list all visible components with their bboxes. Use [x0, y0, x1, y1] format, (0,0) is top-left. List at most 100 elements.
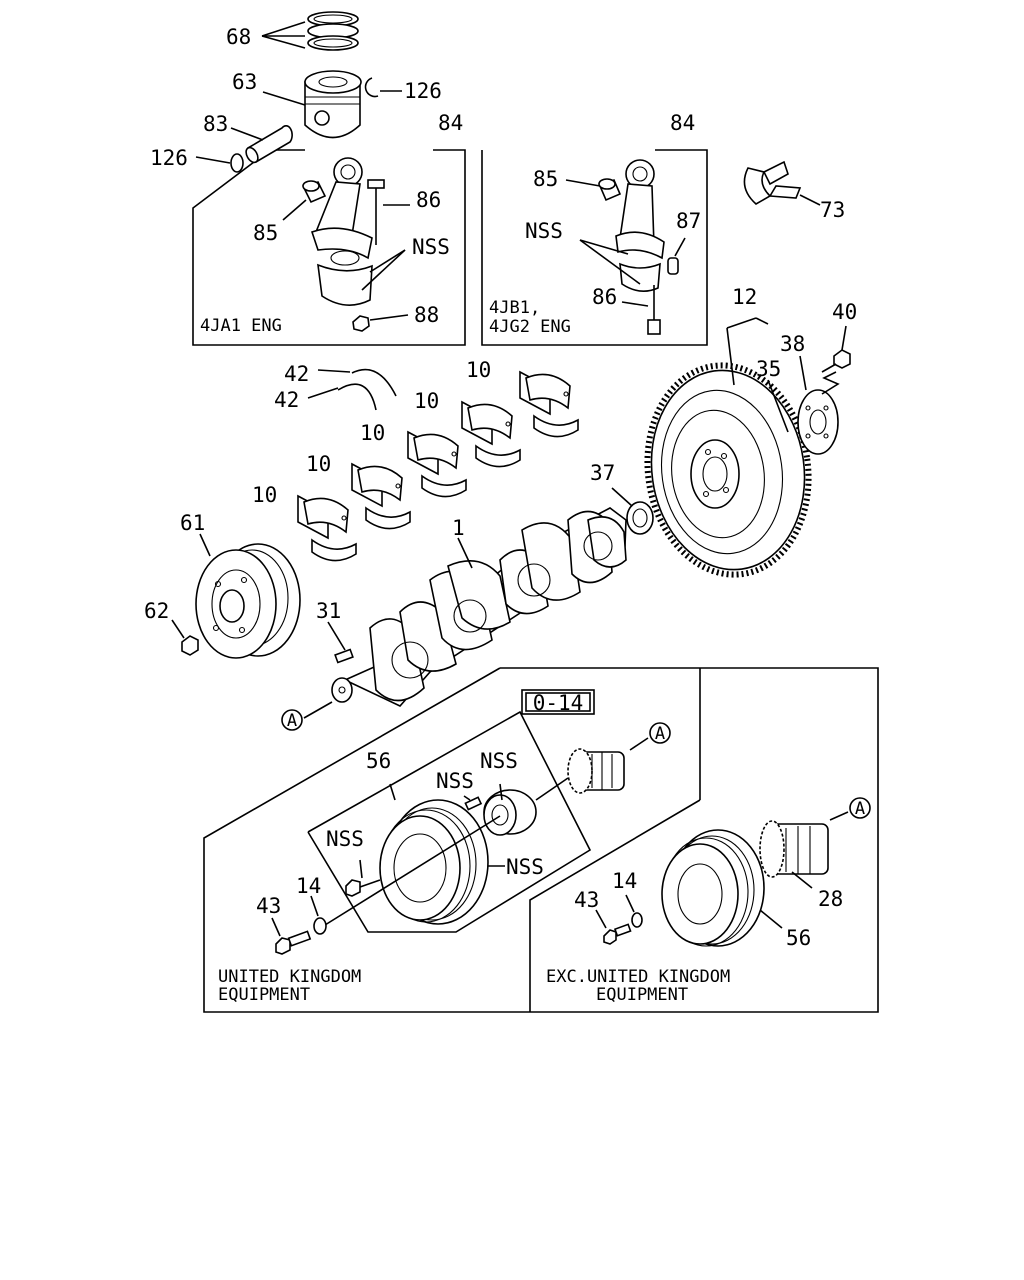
ref-a-crank: A [281, 709, 303, 731]
flywheel-bolt-40 [821, 349, 851, 373]
piston [304, 70, 362, 139]
svg-text:A: A [287, 711, 297, 731]
crank-pulley-56-uk [379, 799, 489, 925]
rod-bolt-4jb1 [647, 285, 661, 335]
crank-key-31 [334, 648, 354, 664]
callout-nss-pulley: NSS [506, 855, 544, 879]
callout-68: 68 [226, 25, 251, 49]
callout-10-a: 10 [466, 358, 491, 382]
callout-43-uk: 43 [256, 894, 281, 918]
small-end-bushing-4jb1 [598, 178, 622, 202]
ref-a-exc: A [849, 797, 871, 819]
callout-85-4jb1: 85 [533, 167, 558, 191]
captions: 4JA1 ENG 4JB1, 4JG2 ENG UNITED KINGDOM E… [200, 298, 730, 1005]
thrust-washer-upper [351, 368, 397, 397]
connecting-rod-4ja1 [310, 157, 373, 306]
callout-14-uk: 14 [296, 874, 321, 898]
callout-56-uk: 56 [366, 749, 391, 773]
callout-35: 35 [756, 357, 781, 381]
timing-gear-uk [567, 748, 625, 794]
callout-1: 1 [452, 516, 465, 540]
callout-56-exc: 56 [786, 926, 811, 950]
callout-14-exc: 14 [612, 869, 637, 893]
callout-31: 31 [316, 599, 341, 623]
callout-88: 88 [414, 303, 439, 327]
callout-87: 87 [676, 209, 701, 233]
rod-bolt-4ja1 [367, 179, 385, 245]
svg-text:A: A [655, 724, 665, 744]
connecting-rod-4jb1 [615, 159, 665, 292]
main-bearing-1 [519, 370, 579, 438]
bearing-shell-73 [743, 160, 802, 205]
damper-hub-uk [483, 789, 537, 836]
caption-4jb1-line2: 4JG2 ENG [489, 317, 571, 337]
caption-exc-line2: EQUIPMENT [596, 985, 688, 1005]
pulley-bolt-43-exc [603, 923, 632, 945]
circlip-126-upper [364, 77, 379, 98]
crankshaft [331, 507, 627, 707]
frame-uk-equipment [203, 667, 879, 1013]
callout-40: 40 [832, 300, 857, 324]
crank-pulley-56-exc [661, 829, 765, 947]
callout-42-lower: 42 [274, 388, 299, 412]
callout-nss-4ja1: NSS [412, 235, 450, 259]
callout-126-lower: 126 [150, 146, 188, 170]
callout-12: 12 [732, 285, 757, 309]
callout-126-upper: 126 [404, 79, 442, 103]
caption-4ja1: 4JA1 ENG [200, 316, 282, 336]
svg-text:A: A [855, 799, 865, 819]
piston-rings [307, 11, 359, 51]
rod-nut-4ja1 [352, 315, 370, 332]
ref-a-uk: A [649, 722, 671, 744]
crank-pulley-61 [195, 543, 301, 659]
washer-14-uk [313, 917, 327, 935]
callout-85-4ja1: 85 [253, 221, 278, 245]
callout-86-4jb1: 86 [592, 285, 617, 309]
small-end-bushing-4ja1 [302, 180, 327, 204]
callout-63: 63 [232, 70, 257, 94]
callout-83: 83 [203, 112, 228, 136]
callout-84-4jb1: 84 [670, 111, 695, 135]
pilot-bearing-37 [626, 501, 654, 535]
piston-pin [245, 125, 293, 164]
pulley-nut-62 [181, 635, 199, 656]
flywheel [644, 362, 812, 578]
caption-uk-line1: UNITED KINGDOM [218, 967, 361, 987]
pulley-bolt-43-uk [275, 930, 312, 955]
callout-61: 61 [180, 511, 205, 535]
callout-62: 62 [144, 599, 169, 623]
caption-4jb1-line1: 4JB1, [489, 298, 540, 318]
callout-nss-bolt: NSS [326, 827, 364, 851]
flywheel-plate-38 [797, 389, 839, 455]
callout-10-c: 10 [360, 421, 385, 445]
callout-43-exc: 43 [574, 888, 599, 912]
washer-14-exc [631, 912, 643, 928]
svg-text:0-14: 0-14 [533, 691, 584, 715]
circlip-126-lower [230, 153, 244, 173]
callout-10-d: 10 [306, 452, 331, 476]
callouts: 68 63 126 83 126 84 84 85 86 NSS 88 85 N… [144, 25, 857, 950]
frame-4jb1 [481, 149, 708, 346]
main-bearing-5 [297, 494, 357, 562]
callout-86-4ja1: 86 [416, 188, 441, 212]
main-bearing-3 [407, 430, 467, 498]
thrust-washer-lower [337, 383, 377, 411]
callout-10-e: 10 [252, 483, 277, 507]
callout-38: 38 [780, 332, 805, 356]
caption-uk-line2: EQUIPMENT [218, 985, 310, 1005]
callout-37: 37 [590, 461, 615, 485]
callout-42-upper: 42 [284, 362, 309, 386]
damper-bolt-nss-uk [345, 879, 381, 897]
key-nss-uk [464, 796, 483, 811]
ref-box-0-14: 0-14 [521, 689, 595, 715]
callout-10-b: 10 [414, 389, 439, 413]
frame-56-assembly [307, 710, 592, 933]
timing-gear-28 [759, 820, 829, 878]
caption-exc-line1: EXC.UNITED KINGDOM [546, 967, 730, 987]
callout-84-4ja1: 84 [438, 111, 463, 135]
main-bearing-2 [461, 400, 521, 468]
bearing-pin-87 [667, 257, 679, 275]
callout-nss-key: NSS [436, 769, 474, 793]
